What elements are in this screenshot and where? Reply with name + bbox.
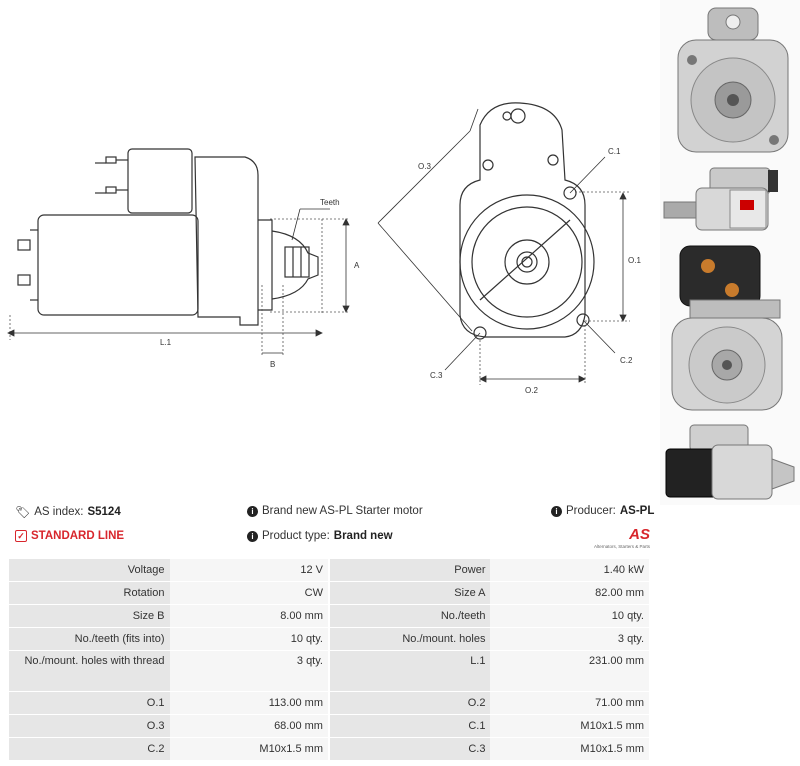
label-o1: O.1: [628, 256, 641, 265]
table-row: Voltage 12 V Power 1.40 kW: [9, 559, 649, 582]
product-description: i Brand new AS-PL Starter motor: [247, 505, 423, 517]
spec-value: M10x1.5 mm: [169, 738, 328, 761]
label-c1: C.1: [608, 147, 621, 156]
spec-value: 8.00 mm: [169, 605, 328, 628]
product-photo-front: [660, 240, 800, 415]
label-c3: C.3: [430, 371, 443, 380]
table-row: Size B 8.00 mm No./teeth 10 qty.: [9, 605, 649, 628]
spec-value: 10 qty.: [490, 605, 649, 628]
spec-label: C.1: [329, 715, 491, 738]
producer-label: Producer:: [566, 505, 616, 517]
product-type: i Product type: Brand new: [247, 530, 393, 542]
info-icon: i: [247, 530, 258, 542]
product-photo-angle: [660, 415, 800, 505]
spec-value: 3 qty.: [490, 628, 649, 651]
spec-value: 12 V: [169, 559, 328, 582]
logo-tagline: Alternators, Starters & Parts: [593, 544, 650, 549]
checkbox-icon: ✓: [15, 530, 27, 542]
product-type-value: Brand new: [333, 530, 393, 542]
spec-value: 71.00 mm: [490, 692, 649, 715]
label-c2: C.2: [620, 356, 633, 365]
logo-mark: AS: [629, 526, 650, 543]
info-icon: i: [247, 505, 258, 517]
spec-label: No./teeth (fits into): [9, 628, 170, 651]
spec-value: 68.00 mm: [169, 715, 328, 738]
spec-value: 1.40 kW: [490, 559, 649, 582]
spec-label: No./mount. holes: [329, 628, 491, 651]
as-index: 🏷︎ AS index: S5124: [15, 505, 121, 519]
spec-label: Rotation: [9, 582, 170, 605]
tag-icon: 🏷︎: [15, 505, 31, 519]
label-teeth: Teeth: [320, 198, 340, 207]
table-row: O.1 113.00 mm O.2 71.00 mm: [9, 692, 649, 715]
spec-value: 231.00 mm: [490, 651, 649, 692]
as-pl-logo: AS Alternators, Starters & Parts: [586, 526, 650, 552]
spec-value: M10x1.5 mm: [490, 715, 649, 738]
producer-value: AS-PL: [619, 505, 655, 517]
spec-label: C.2: [9, 738, 170, 761]
spec-label: Voltage: [9, 559, 170, 582]
table-row: O.3 68.00 mm C.1 M10x1.5 mm: [9, 715, 649, 738]
spec-label: O.3: [9, 715, 170, 738]
table-row: No./teeth (fits into) 10 qty. No./mount.…: [9, 628, 649, 651]
label-o2: O.2: [525, 386, 538, 395]
spec-label: Power: [329, 559, 491, 582]
spec-label: O.1: [9, 692, 170, 715]
spec-value: CW: [169, 582, 328, 605]
spec-value: 3 qty.: [169, 651, 328, 692]
table-row: Rotation CW Size A 82.00 mm: [9, 582, 649, 605]
product-photo-side: [660, 160, 800, 240]
spec-label: O.2: [329, 692, 491, 715]
producer: i Producer: AS-PL: [551, 505, 654, 517]
spec-value: M10x1.5 mm: [490, 738, 649, 761]
spec-label: C.3: [329, 738, 491, 761]
table-row: C.2 M10x1.5 mm C.3 M10x1.5 mm: [9, 738, 649, 761]
as-index-value: S5124: [87, 506, 121, 518]
side-view-drawing: Teeth A L.1 B: [7, 148, 360, 369]
spec-label: No./teeth: [329, 605, 491, 628]
standard-line-label: STANDARD LINE: [31, 530, 125, 542]
product-photo-rear: [660, 0, 800, 160]
spec-value: 113.00 mm: [169, 692, 328, 715]
info-icon: i: [551, 505, 562, 517]
label-l1: L.1: [160, 338, 172, 347]
spec-label: No./mount. holes with thread: [9, 651, 170, 692]
label-a: A: [354, 261, 360, 270]
spec-value: 82.00 mm: [490, 582, 649, 605]
spec-table: Voltage 12 V Power 1.40 kW Rotation CW S…: [9, 559, 649, 761]
spec-label: Size A: [329, 582, 491, 605]
spec-label: Size B: [9, 605, 170, 628]
front-view-drawing: O.3 O.1 O.2 C.1 C.2 C.3: [377, 102, 641, 395]
product-type-label: Product type:: [262, 530, 330, 542]
as-index-label: AS index:: [34, 506, 84, 518]
label-o3: O.3: [418, 162, 431, 171]
spec-label: L.1: [329, 651, 491, 692]
standard-line: ✓ STANDARD LINE: [15, 530, 124, 542]
table-row: No./mount. holes with thread 3 qty. L.1 …: [9, 651, 649, 692]
spec-value: 10 qty.: [169, 628, 328, 651]
label-b: B: [270, 360, 275, 369]
description-text: Brand new AS-PL Starter motor: [262, 505, 423, 517]
